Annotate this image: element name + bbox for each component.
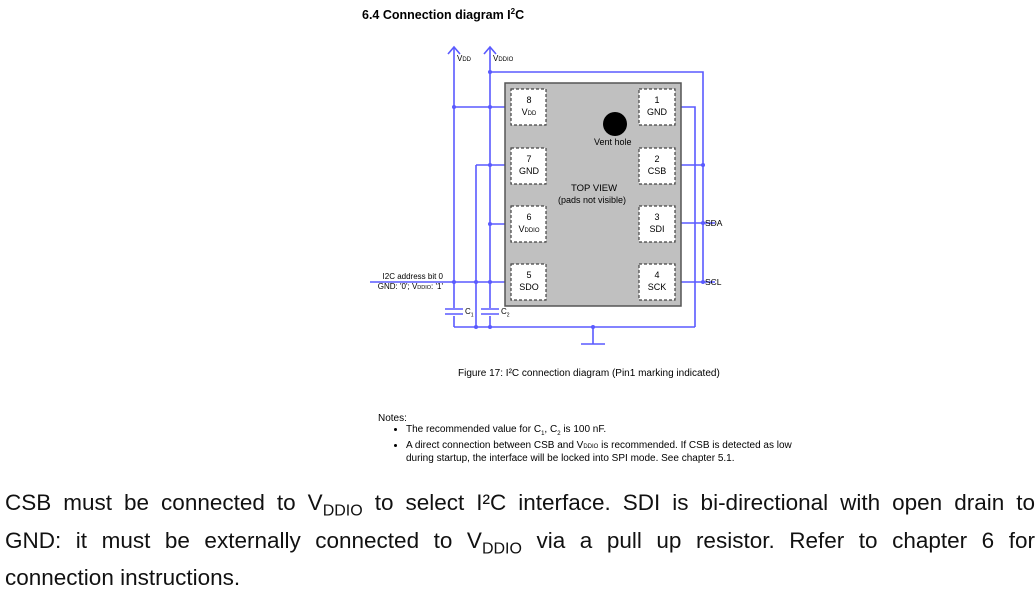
notes: Notes: The recommended value for C1, C2 …: [378, 413, 792, 464]
heading-suffix: C: [515, 8, 525, 23]
address-label: I2C address bit 0 GND: '0'; VDDIO: '1': [377, 272, 443, 291]
connection-diagram: [370, 45, 715, 345]
note-item: The recommended value for C1, C2 is 100 …: [406, 424, 792, 440]
vent-hole-label: Vent hole: [594, 137, 632, 147]
pads: [510, 88, 676, 301]
vdd-label: VDD: [457, 54, 472, 63]
c2-label: C2: [501, 307, 510, 319]
section-heading: 6.4 Connection diagram I2C: [362, 7, 524, 22]
sda-label: SDA: [705, 218, 723, 228]
body-paragraph: CSB must be connected to VDDIO to select…: [5, 490, 1035, 590]
vent-hole-icon: [603, 112, 627, 136]
figure-caption: Figure 17: I²C connection diagram (Pin1 …: [458, 368, 720, 379]
scl-label: SCL: [705, 277, 722, 287]
notes-title: Notes:: [378, 413, 407, 424]
vddio-label: VDDIO: [493, 54, 514, 63]
heading-text: 6.4 Connection diagram I: [362, 8, 511, 23]
note-item: A direct connection between CSB and VDDI…: [406, 440, 792, 464]
c1-label: C1: [465, 307, 474, 319]
top-view-sub: (pads not visible): [558, 195, 627, 205]
heading-sup: 2: [510, 7, 516, 16]
top-view-label: TOP VIEW: [571, 183, 618, 194]
